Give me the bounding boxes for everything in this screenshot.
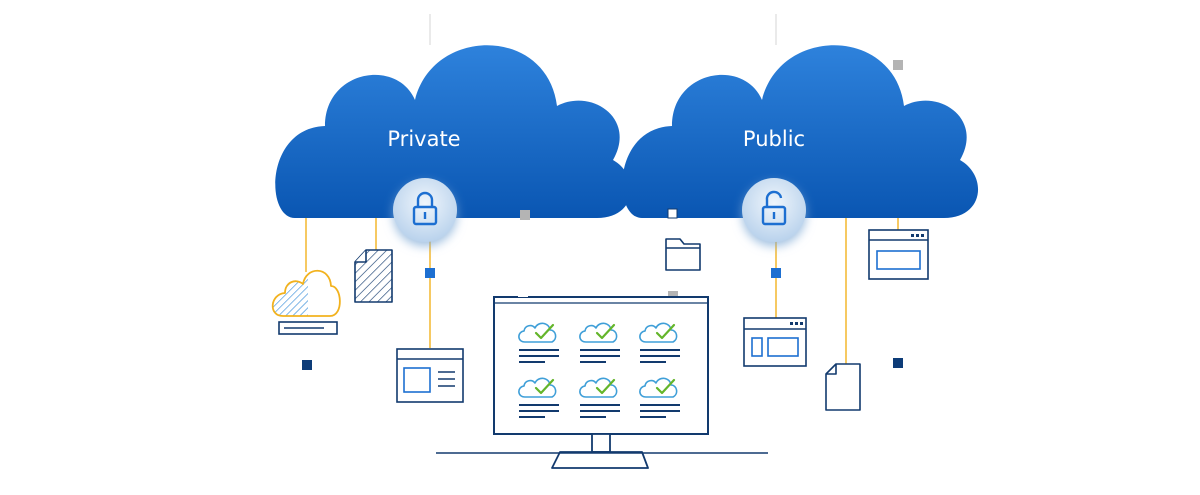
- lock-open-icon[interactable]: [742, 178, 806, 242]
- lock-closed-icon[interactable]: [393, 178, 457, 242]
- public-cloud-label: Public: [743, 127, 805, 151]
- private-cloud-label: Private: [387, 127, 460, 151]
- private-cloud: Private: [275, 45, 632, 218]
- marker-navy-2: [893, 358, 903, 368]
- document-icon: [825, 363, 861, 411]
- document-icon: [354, 249, 393, 303]
- marker-navy-1: [302, 360, 312, 370]
- browser-window-icon: [743, 317, 807, 367]
- marker-white: [667, 208, 678, 219]
- marker-blue-1: [425, 268, 435, 278]
- folder-icon: [665, 238, 701, 271]
- monitor-icon: [436, 294, 768, 469]
- cloud-storage-icon: [271, 269, 341, 335]
- browser-window-icon: [868, 229, 929, 280]
- marker-gray-2: [520, 210, 530, 220]
- public-cloud: Public: [622, 45, 979, 218]
- marker-gray-1: [893, 60, 903, 70]
- marker-blue-2: [771, 268, 781, 278]
- browser-window-icon: [396, 348, 464, 403]
